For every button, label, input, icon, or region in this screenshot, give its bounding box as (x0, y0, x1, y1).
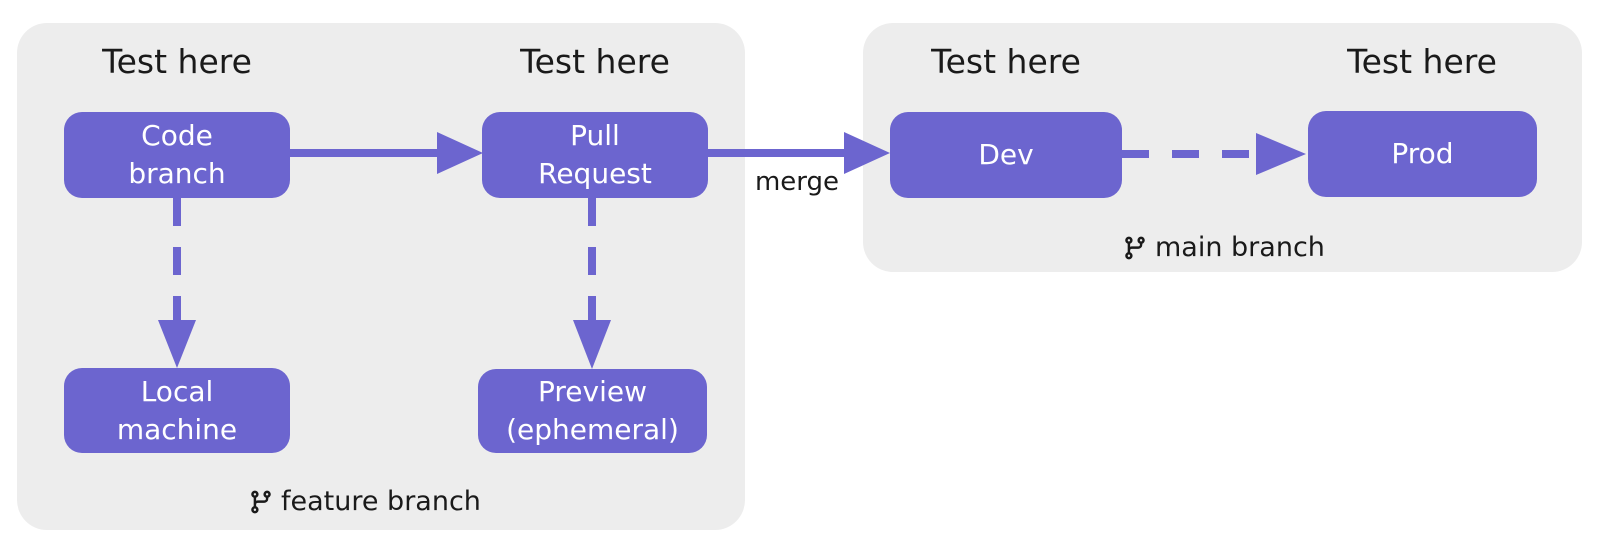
node-pull-request: Pull Request (482, 112, 708, 198)
test-here-label-dev: Test here (931, 42, 1081, 81)
feature-branch-group (17, 23, 745, 530)
node-label-line: machine (116, 412, 238, 446)
git-branch-icon (248, 489, 274, 515)
test-here-label-code-branch: Test here (102, 42, 252, 81)
node-label-line: Prod (1391, 137, 1454, 170)
branch-label-text: feature branch (281, 486, 481, 517)
test-here-label-prod: Test here (1347, 42, 1497, 81)
node-prod: Prod (1308, 111, 1537, 197)
merge-edge-label: merge (754, 167, 840, 197)
node-label-line: (ephemeral) (506, 413, 679, 446)
main-branch-label: main branch (1122, 231, 1325, 264)
node-local-machine: Local machine (64, 368, 290, 453)
branch-label-text: main branch (1155, 232, 1325, 263)
git-branch-icon (1122, 235, 1148, 261)
node-label-line: Dev (978, 138, 1034, 171)
node-code-branch: Code branch (64, 112, 290, 198)
node-preview-ephemeral: Preview (ephemeral) (478, 369, 707, 453)
node-label-line: Code (141, 119, 213, 152)
node-label-line: Pull (570, 119, 620, 152)
feature-branch-label: feature branch (248, 485, 481, 518)
node-label-line: Local (140, 374, 214, 408)
node-label-line: Request (538, 157, 652, 190)
node-label-line: Preview (538, 375, 647, 408)
node-dev: Dev (890, 112, 1122, 198)
node-label-line: branch (128, 157, 226, 190)
test-here-label-pull-request: Test here (520, 42, 670, 81)
